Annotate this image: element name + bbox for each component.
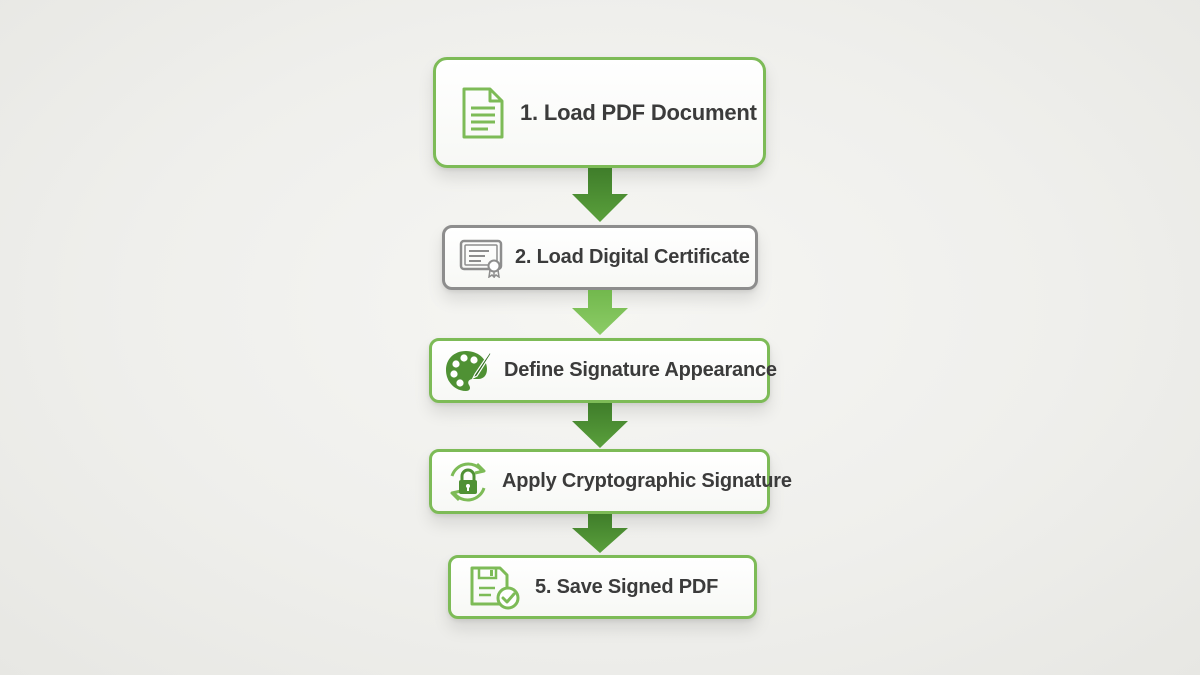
arrow-down-icon	[572, 290, 628, 335]
arrow-down-icon	[572, 514, 628, 553]
document-icon	[460, 86, 506, 140]
step-label: 2. Load Digital Certificate	[515, 246, 750, 268]
lock-sync-icon	[444, 459, 492, 505]
certificate-icon	[459, 238, 505, 278]
step-load-digital-certificate: 2. Load Digital Certificate	[442, 225, 758, 290]
step-label: Define Signature Appearance	[504, 359, 777, 381]
step-load-pdf-document: 1. Load PDF Document	[433, 57, 766, 168]
palette-icon	[444, 348, 492, 394]
step-apply-cryptographic-signature: Apply Cryptographic Signature	[429, 449, 792, 514]
arrow-down-icon	[572, 168, 628, 222]
arrow-down-icon	[572, 403, 628, 448]
step-save-signed-pdf: 5. Save Signed PDF	[448, 555, 757, 619]
step-label: 1. Load PDF Document	[520, 99, 757, 125]
step-define-signature-appearance: Define Signature Appearance	[429, 338, 777, 403]
step-label: Apply Cryptographic Signature	[502, 470, 792, 492]
save-check-icon	[469, 564, 521, 610]
step-label: 5. Save Signed PDF	[535, 575, 719, 598]
